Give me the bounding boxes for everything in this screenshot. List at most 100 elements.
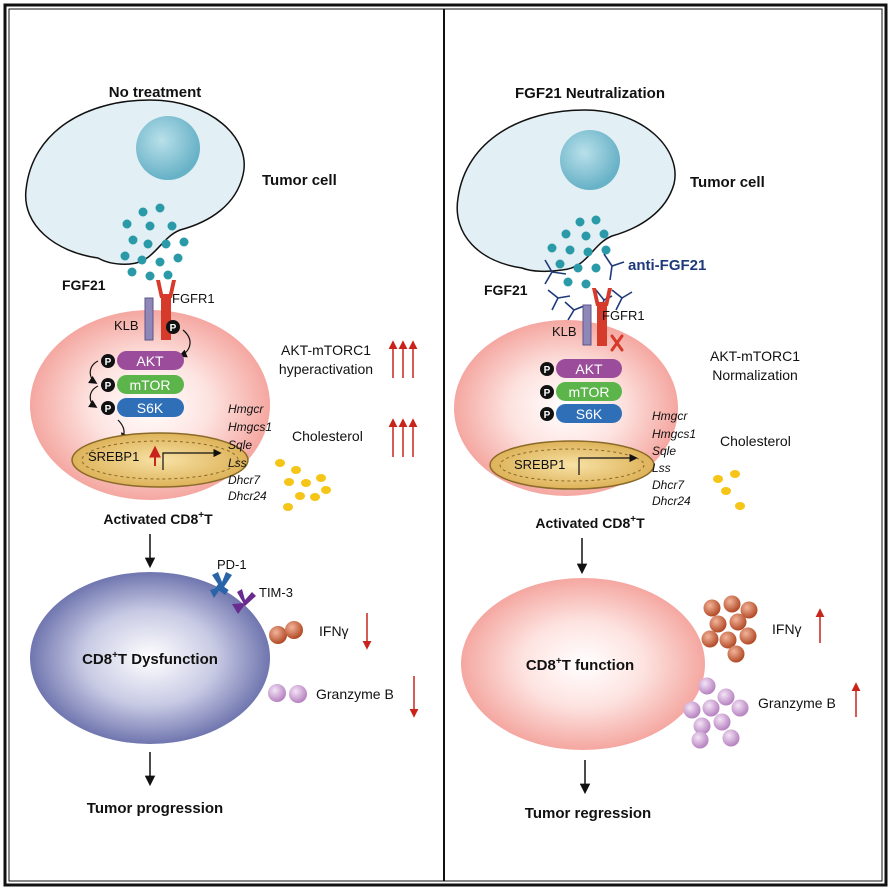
right-gene: Dhcr7 xyxy=(652,478,685,492)
left-srebp-label: SREBP1 xyxy=(88,449,139,464)
left-akt: AKT P xyxy=(101,351,184,370)
left-cascade-arrow-1 xyxy=(88,360,99,384)
left-tim3-label: TIM-3 xyxy=(259,585,293,600)
left-gene: Hmgcs1 xyxy=(228,420,272,434)
right-function-cell xyxy=(461,578,705,750)
left-title: No treatment xyxy=(109,84,202,101)
left-gene: Dhcr24 xyxy=(228,489,267,503)
left-nucleus xyxy=(136,116,200,180)
right-mtor: mTOR P xyxy=(540,382,622,401)
right-title: FGF21 Neutralization xyxy=(515,85,665,102)
left-pd1-receptor xyxy=(210,572,232,598)
right-gene: Dhcr24 xyxy=(652,494,691,508)
left-srebp-promoter-arrow xyxy=(162,448,222,470)
right-activated-label: Activated CD8+T xyxy=(535,514,645,531)
right-fgf21-dots xyxy=(547,215,611,289)
right-pathway-line1: AKT-mTORC1 xyxy=(710,348,800,364)
left-fgfr1-stem xyxy=(161,298,171,340)
right-s6k: S6K P xyxy=(540,404,622,423)
right-panel: FGF21 Neutralization Tumor cell anti-FGF… xyxy=(454,85,861,822)
left-fgfr1 xyxy=(156,280,176,298)
right-fgf21-label: FGF21 xyxy=(484,282,528,298)
right-s6k-phospho: P xyxy=(544,410,551,421)
left-dysfunction-label: CD8+T Dysfunction xyxy=(82,650,218,668)
right-akt: AKT P xyxy=(540,359,622,378)
right-mtor-phospho: P xyxy=(544,388,551,399)
right-cholesterol-label: Cholesterol xyxy=(720,433,791,449)
left-pd1-label: PD-1 xyxy=(217,557,247,572)
left-pathway-up-arrows xyxy=(388,340,418,378)
left-activated-label: Activated CD8+T xyxy=(103,510,213,527)
right-akt-label: AKT xyxy=(575,361,603,377)
left-klb-label: KLB xyxy=(114,318,139,333)
left-gene: Dhcr7 xyxy=(228,473,261,487)
right-klb-label: KLB xyxy=(552,324,577,339)
left-cholesterol-dots xyxy=(275,459,331,511)
left-pathway-line2: hyperactivation xyxy=(279,361,373,377)
left-ifng-balls xyxy=(269,621,303,644)
left-s6k: S6K P xyxy=(101,398,184,417)
right-antibody-label: anti-FGF21 xyxy=(628,257,706,274)
left-tumor-label: Tumor cell xyxy=(262,172,337,189)
right-tumor-label: Tumor cell xyxy=(690,174,765,191)
left-mtor-label: mTOR xyxy=(130,377,171,393)
left-organelle xyxy=(71,432,249,488)
left-panel: No treatment Tumor cell FGF21 FGFR1 KLB … xyxy=(25,84,419,817)
left-receptor-curve-arrow xyxy=(178,329,191,358)
left-fgf21-dots xyxy=(120,203,189,281)
right-srebp-label: SREBP1 xyxy=(514,457,565,472)
right-klb xyxy=(582,304,592,346)
left-akt-label: AKT xyxy=(136,353,164,369)
right-ifng-label: IFNγ xyxy=(772,621,802,637)
right-cholesterol-dots xyxy=(713,470,745,510)
left-pathway-cholesterol-up-arrows xyxy=(388,418,418,457)
right-tumor-cell xyxy=(456,109,676,273)
right-gene: Sqle xyxy=(652,444,676,458)
left-outcome-label: Tumor progression xyxy=(87,800,223,817)
left-fgfr1-label: FGFR1 xyxy=(172,291,215,306)
outer-frame xyxy=(3,3,888,887)
right-fgfr1 xyxy=(592,288,612,306)
right-gene: Hmgcs1 xyxy=(652,427,696,441)
left-fgf21-label: FGF21 xyxy=(62,277,106,293)
left-klb xyxy=(144,297,154,341)
left-mtor: mTOR P xyxy=(101,375,184,394)
right-srebp-promoter-arrow xyxy=(578,453,638,475)
left-granzyme-label: Granzyme B xyxy=(316,686,394,702)
left-mtor-phospho: P xyxy=(105,381,112,392)
left-receptor-phospho xyxy=(166,320,180,334)
right-fgfr1-label: FGFR1 xyxy=(602,308,645,323)
left-cholesterol-label: Cholesterol xyxy=(292,428,363,444)
right-pathway-line2: Normalization xyxy=(712,367,798,383)
left-dysfunction-cell xyxy=(30,572,270,744)
left-gene: Lss xyxy=(228,456,247,470)
right-gene: Lss xyxy=(652,461,671,475)
right-mtor-label: mTOR xyxy=(569,384,610,400)
right-outcome-label: Tumor regression xyxy=(525,805,651,822)
right-function-label: CD8+T function xyxy=(526,656,634,674)
left-granzyme-balls xyxy=(268,684,307,703)
right-ifng-balls xyxy=(701,595,758,663)
right-akt-phospho: P xyxy=(544,365,551,376)
right-gene-list: Hmgcr Hmgcs1 Sqle Lss Dhcr7 Dhcr24 xyxy=(652,409,696,508)
right-nucleus xyxy=(560,130,620,190)
left-tim3-receptor xyxy=(232,589,256,614)
right-organelle-inner xyxy=(499,448,645,482)
right-organelle xyxy=(489,440,655,490)
inner-frame xyxy=(8,8,883,882)
left-cascade-arrow-2 xyxy=(88,385,99,408)
left-ifng-label: IFNγ xyxy=(319,623,349,639)
left-receptor-phospho-label: P xyxy=(170,323,177,334)
left-s6k-label: S6K xyxy=(137,400,164,416)
left-gene: Hmgcr xyxy=(228,402,264,416)
right-fgfr1-stem xyxy=(597,306,607,346)
left-pathway-line1: AKT-mTORC1 xyxy=(281,342,371,358)
right-granzyme-label: Granzyme B xyxy=(758,695,836,711)
left-akt-phospho: P xyxy=(105,357,112,368)
left-gene-list: Hmgcr Hmgcs1 Sqle Lss Dhcr7 Dhcr24 xyxy=(228,402,272,503)
right-blocked-x-icon xyxy=(610,334,624,352)
left-s6k-phospho: P xyxy=(105,404,112,415)
right-s6k-label: S6K xyxy=(576,406,603,422)
right-granzyme-balls xyxy=(683,677,749,749)
